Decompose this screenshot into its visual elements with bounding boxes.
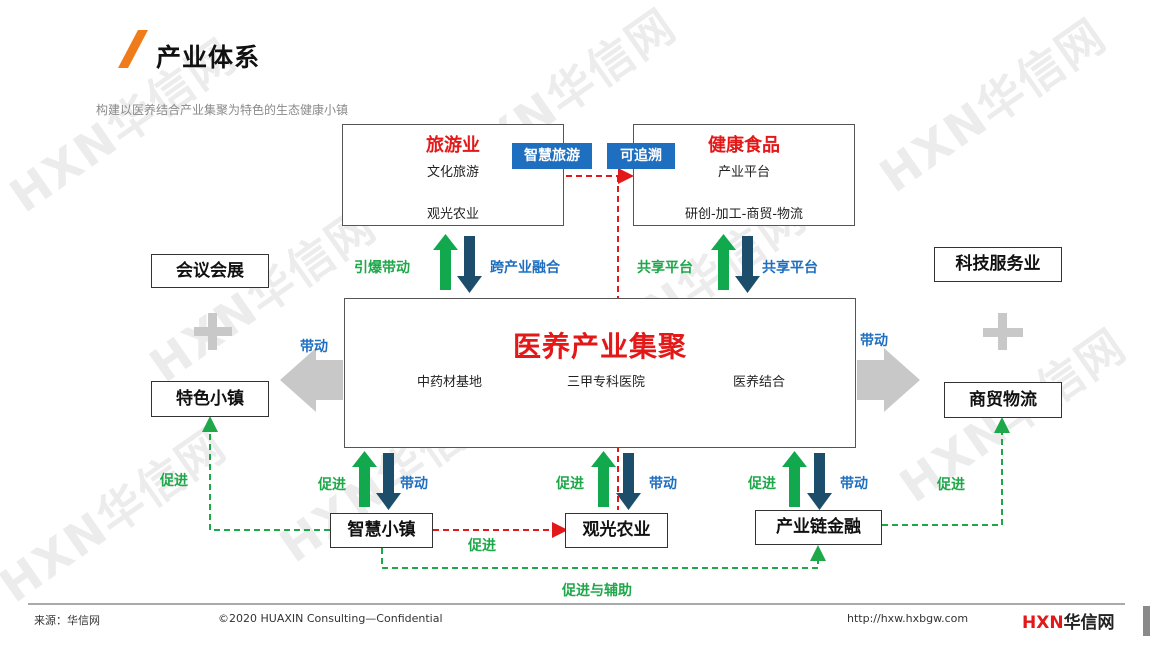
arrow-pair-health [711, 234, 760, 293]
label-drive-left: 带动 [300, 339, 328, 355]
health-food-title: 健康食品 [708, 135, 780, 156]
tourism-line2: 观光农业 [426, 207, 479, 222]
label-ignite: 引爆带动 [354, 260, 410, 276]
label-drive-right: 带动 [860, 333, 888, 349]
label-drive-c: 带动 [840, 476, 868, 492]
footer-logo-cn: 华信网 [1063, 613, 1115, 633]
node-smart-town: 智慧小镇 [330, 513, 433, 548]
flow-step-2: 三甲专科医院 [567, 375, 646, 390]
title-accent [118, 30, 148, 68]
flow-step-3: 医养结合 [733, 375, 786, 390]
page-subtitle: 构建以医养结合产业集聚为特色的生态健康小镇 [96, 103, 349, 117]
label-promote-a: 促进 [318, 477, 346, 493]
smart-tourism-tag: 智慧旅游 [512, 143, 592, 169]
health-food-line1: 产业平台 [717, 165, 770, 180]
plus-icon-left [194, 313, 232, 350]
tourism-title: 旅游业 [426, 135, 480, 156]
arrow-pair-finance [782, 451, 832, 510]
label-cross-fusion: 跨产业融合 [490, 260, 560, 276]
node-tech-service: 科技服务业 [934, 247, 1062, 282]
footer-corner-bar [1143, 606, 1150, 636]
label-promote-c: 促进 [748, 476, 776, 492]
node-conference: 会议会展 [151, 254, 269, 288]
footer-logo: HXN华信网 [1022, 608, 1115, 633]
footer-source: 来源：华信网 [34, 614, 100, 627]
footer-url: http://hxw.hxbgw.com [847, 612, 969, 625]
flow-step-1: 中药材基地 [417, 375, 483, 390]
node-sightseeing-agri: 观光农业 [565, 513, 668, 548]
dashed-promote-right [882, 417, 1010, 526]
health-food-line2: 研创-加工-商贸-物流 [684, 207, 804, 222]
node-chain-finance: 产业链金融 [755, 510, 882, 545]
gray-arrow-right [857, 348, 920, 412]
label-share-1: 共享平台 [637, 260, 693, 276]
node-trade-logistics: 商贸物流 [944, 382, 1062, 418]
page-title: 产业体系 [156, 43, 261, 72]
health-food-box: 健康食品 产业平台 研创-加工-商贸-物流 [633, 124, 855, 226]
label-drive-b: 带动 [649, 476, 677, 492]
arrow-pair-smart-town [352, 451, 401, 510]
label-promote-mid: 促进 [468, 538, 496, 554]
label-drive-a: 带动 [400, 476, 428, 492]
label-promote-right: 促进 [937, 477, 965, 493]
gray-arrow-left [280, 348, 343, 412]
traceable-tag: 可追溯 [607, 143, 675, 169]
tourism-line1: 文化旅游 [426, 165, 479, 180]
node-feature-town: 特色小镇 [151, 381, 269, 417]
footer-copyright: ©2020 HUAXIN Consulting—Confidential [218, 612, 443, 625]
arrow-pair-sightseeing [591, 451, 641, 510]
label-share-2: 共享平台 [762, 260, 818, 276]
center-title: 医养产业集聚 [512, 330, 687, 363]
dashed-promote-assist [381, 545, 826, 569]
plus-icon-right [983, 313, 1023, 350]
label-promote-left: 促进 [160, 473, 188, 489]
dashed-promote-left [202, 416, 330, 531]
label-promote-b: 促进 [556, 476, 584, 492]
footer-logo-hxn: HXN [1022, 613, 1064, 633]
tourism-box: 旅游业 文化旅游 观光农业 [342, 124, 564, 226]
arrow-pair-tourism [433, 234, 482, 293]
center-cluster-box: 医养产业集聚 中药材基地 三甲专科医院 医养结合 [344, 298, 856, 448]
label-promote-assist: 促进与辅助 [562, 583, 632, 599]
